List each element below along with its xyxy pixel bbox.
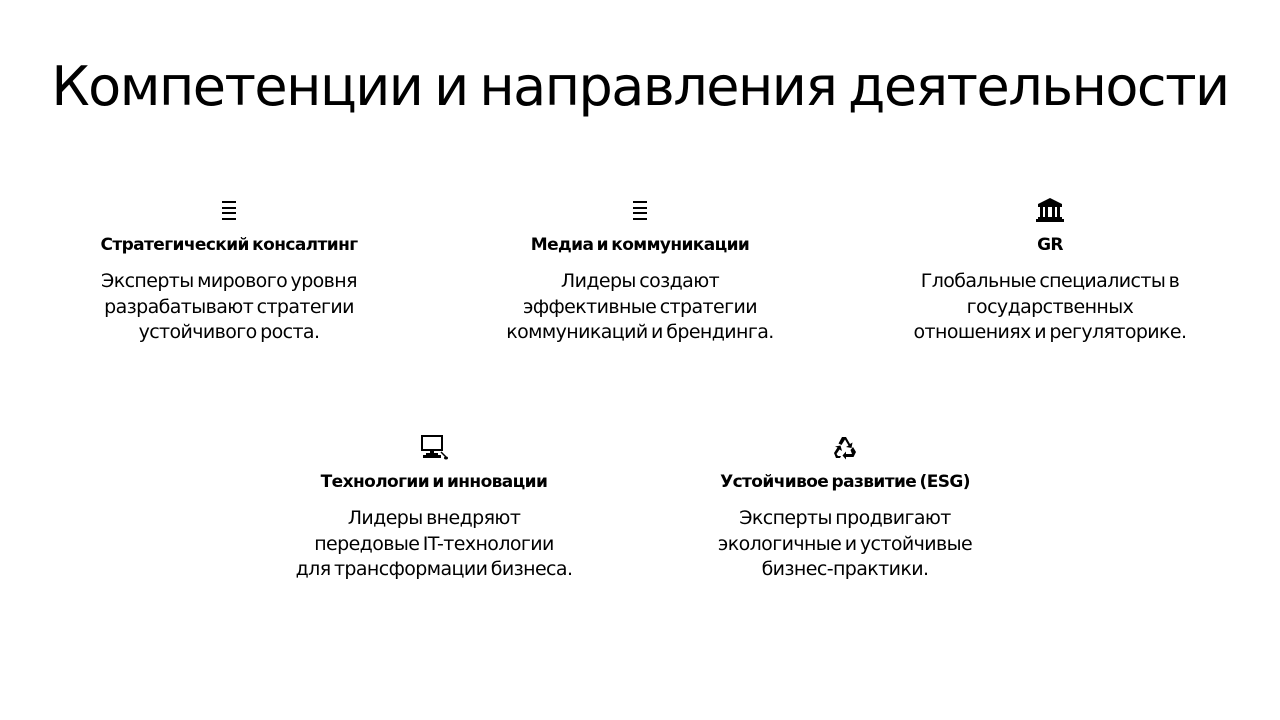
- card-description-line: бизнес-практики.: [761, 558, 929, 580]
- card-technology-innovation: Технологии и инновации Лидеры внедряют п…: [269, 432, 599, 583]
- card-heading: Технологии и инновации: [320, 472, 548, 492]
- card-heading: Стратегический консалтинг: [100, 235, 358, 255]
- card-description-line: Глобальные специалисты в: [920, 270, 1180, 292]
- card-description: Лидеры создают эффективные стратегии ком…: [475, 269, 805, 346]
- card-heading: GR: [1037, 235, 1063, 255]
- card-gr: GR Глобальные специалисты в государствен…: [885, 195, 1215, 346]
- card-description-line: передовые IT-технологии: [314, 532, 554, 555]
- list-lines-icon: [64, 195, 394, 225]
- card-description-line: Лидеры создают: [560, 270, 720, 292]
- card-description-line: коммуникаций и брендинга.: [506, 321, 774, 343]
- card-description-line: экологичные и устойчивые: [717, 532, 973, 555]
- card-heading: Медиа и коммуникации: [530, 235, 750, 255]
- card-description-line: разрабатывают стратегии: [104, 295, 354, 318]
- government-building-icon: [885, 195, 1215, 225]
- card-description-line: Эксперты продвигают: [739, 507, 951, 529]
- card-description-line: устойчивого роста.: [138, 321, 320, 343]
- card-description-line: отношениях и регуляторике.: [913, 321, 1188, 343]
- card-media-communications: Медиа и коммуникации Лидеры создают эффе…: [475, 195, 805, 346]
- desktop-computer-icon: [269, 432, 599, 462]
- card-strategic-consulting: Стратегический консалтинг Эксперты миров…: [64, 195, 394, 346]
- card-description: Глобальные специалисты в государственных…: [885, 269, 1215, 346]
- card-description: Лидеры внедряют передовые IT-технологии …: [269, 506, 599, 583]
- recycle-icon: [680, 432, 1010, 462]
- card-description-line: Лидеры внедряют: [347, 507, 521, 529]
- card-description-line: государственных: [966, 295, 1134, 318]
- card-heading: Устойчивое развитие (ESG): [720, 472, 970, 492]
- card-sustainable-development-esg: Устойчивое развитие (ESG) Эксперты продв…: [680, 432, 1010, 583]
- card-description-line: Эксперты мирового уровня: [101, 270, 357, 292]
- card-description: Эксперты мирового уровня разрабатывают с…: [64, 269, 394, 346]
- card-description-line: для трансформации бизнеса.: [295, 558, 573, 580]
- card-description: Эксперты продвигают экологичные и устойч…: [680, 506, 1010, 583]
- page-title: Компетенции и направления деятельности: [51, 55, 1230, 118]
- list-lines-icon: [475, 195, 805, 225]
- card-description-line: эффективные стратегии: [523, 295, 758, 318]
